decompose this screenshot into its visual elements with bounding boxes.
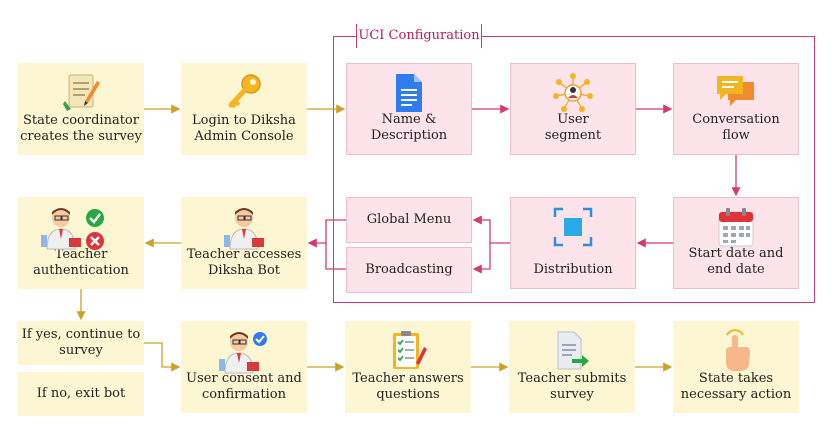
document-send-icon bbox=[509, 329, 635, 373]
step-if-no: If no, exit bot bbox=[18, 372, 144, 416]
distribution-label: Distribution bbox=[533, 262, 613, 277]
teacher-answers-line1: Teacher answers bbox=[352, 371, 464, 386]
survey-pencil-icon bbox=[18, 71, 144, 113]
step-user-consent: User consent and confirmation bbox=[181, 321, 307, 413]
step-conversation-flow: Conversation flow bbox=[673, 63, 799, 155]
step-broadcasting: Broadcasting bbox=[346, 247, 472, 293]
arrow-broadcast-join bbox=[325, 243, 346, 270]
checklist-icon bbox=[345, 329, 471, 373]
step-login: Login to Diksha Admin Console bbox=[181, 63, 307, 155]
login-line2: Admin Console bbox=[194, 129, 294, 144]
calendar-icon bbox=[674, 206, 798, 248]
arrow-distribution-to-broadcast bbox=[472, 243, 491, 274]
step-state-action: State takes necessary action bbox=[673, 321, 799, 413]
step-if-yes: If yes, continue to survey bbox=[18, 321, 144, 365]
login-line1: Login to Diksha bbox=[192, 113, 296, 128]
arrow-ifyes-to-consent bbox=[144, 342, 181, 372]
if-no-label: If no, exit bot bbox=[36, 386, 126, 401]
step-teacher-answers: Teacher answers questions bbox=[345, 321, 471, 413]
if-yes-line1: If yes, continue to bbox=[21, 327, 141, 342]
user-consent-line2: confirmation bbox=[201, 387, 287, 402]
teacher-authentication-line2: authentication bbox=[33, 263, 129, 278]
start-end-date-line1: Start date and bbox=[688, 246, 784, 261]
step-global-menu: Global Menu bbox=[346, 197, 472, 243]
step-user-segment: User segment bbox=[510, 63, 636, 155]
step-start-end-date: Start date and end date bbox=[673, 197, 799, 289]
verified-teacher-icon bbox=[181, 329, 307, 375]
arrow-global-to-accesses bbox=[307, 219, 346, 248]
teacher-accesses-line2: Diksha Bot bbox=[208, 263, 280, 278]
uci-configuration-frame bbox=[333, 36, 815, 303]
tap-hand-icon bbox=[673, 329, 799, 373]
teacher-submits-line1: Teacher submits bbox=[517, 371, 627, 386]
expand-arrows-icon bbox=[511, 206, 635, 248]
step-teacher-accesses-bot: Teacher accesses Diksha Bot bbox=[181, 197, 307, 289]
step-distribution: Distribution bbox=[510, 197, 636, 289]
key-icon bbox=[181, 71, 307, 113]
global-menu-label: Global Menu bbox=[366, 212, 452, 227]
step-state-coordinator: State coordinator creates the survey bbox=[18, 63, 144, 155]
conversation-flow-line2: flow bbox=[722, 128, 750, 143]
teacher-submits-line2: survey bbox=[550, 387, 594, 402]
user-consent-line1: User consent and bbox=[186, 371, 302, 386]
teacher-authentication-line1: Teacher bbox=[54, 247, 108, 262]
network-people-icon bbox=[511, 72, 635, 114]
teacher-check-cross-icon bbox=[8, 205, 144, 251]
name-description-line2: Description bbox=[370, 128, 448, 143]
step-teacher-submits: Teacher submits survey bbox=[509, 321, 635, 413]
teacher-accesses-line1: Teacher accesses bbox=[186, 247, 302, 262]
document-icon bbox=[347, 72, 471, 114]
conversation-flow-line1: Conversation bbox=[692, 112, 780, 127]
state-action-line2: necessary action bbox=[680, 387, 792, 402]
uci-configuration-title: UCI Configuration bbox=[356, 24, 482, 48]
start-end-date-line2: end date bbox=[707, 262, 765, 277]
teacher-icon bbox=[181, 205, 307, 251]
name-description-line1: Name & bbox=[381, 112, 437, 127]
state-coordinator-line1: State coordinator bbox=[23, 113, 139, 128]
arrow-distribution-to-global bbox=[472, 215, 510, 244]
if-yes-line2: survey bbox=[59, 343, 103, 358]
broadcasting-label: Broadcasting bbox=[365, 262, 453, 277]
user-segment-line1: User bbox=[557, 112, 589, 127]
state-coordinator-line2: creates the survey bbox=[20, 129, 142, 144]
chat-bubbles-icon bbox=[674, 72, 798, 114]
user-segment-line2: segment bbox=[544, 128, 602, 143]
teacher-answers-line2: questions bbox=[376, 387, 440, 402]
step-teacher-authentication: Teacher authentication bbox=[18, 197, 144, 289]
step-name-description: Name & Description bbox=[346, 63, 472, 155]
state-action-line1: State takes bbox=[698, 371, 774, 386]
